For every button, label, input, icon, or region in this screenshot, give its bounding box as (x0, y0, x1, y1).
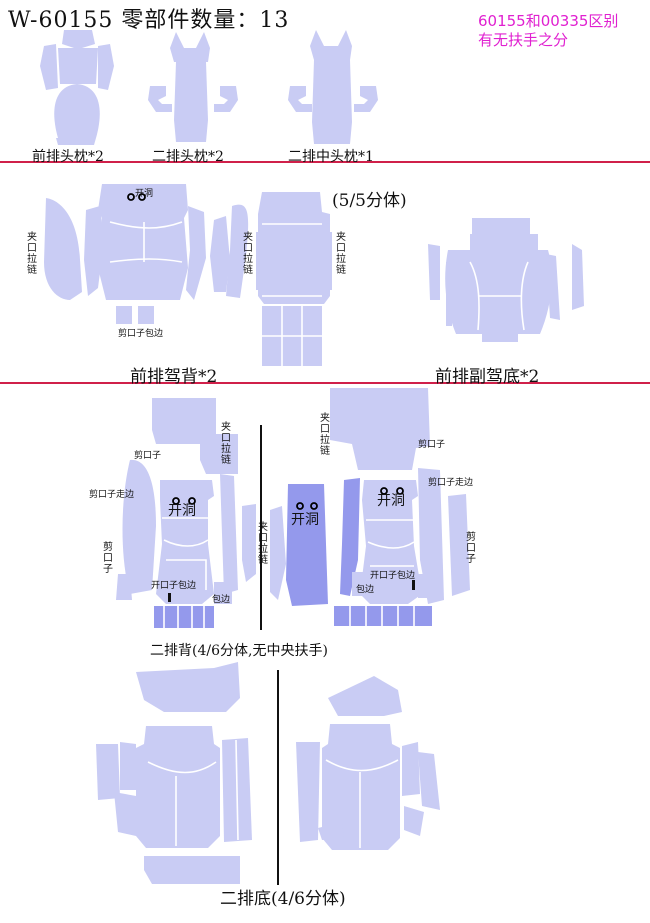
second-center-headrest-pieces (288, 30, 378, 144)
front-back-center-assembly (256, 192, 332, 366)
split-label: (5/5分体) (332, 191, 407, 211)
note-line-2: 有无扶手之分 (478, 31, 569, 49)
rear-wrap-label-right: 包边 (356, 585, 375, 595)
front-zipper-label-mid: 夹口拉链 (243, 232, 253, 276)
divider-headrests (0, 161, 650, 163)
rear-cut-stitch-label-right: 剪口子走边 (428, 478, 474, 488)
front-cut-wrap-label: 剪口子包边 (118, 329, 164, 339)
rear-back-right-assembly (270, 388, 470, 626)
page-title: W-60155 零部件数量：13 (8, 8, 290, 33)
second-center-headrest-caption: 二排中头枕*1 (288, 149, 374, 165)
rear-cut-stitch-label-left: 剪口子走边 (89, 490, 135, 500)
rear-cut-label-vertical-left: 剪口子 (103, 542, 113, 575)
rear-base-left-assembly (96, 662, 252, 884)
rear-wrap-label-left: 包边 (212, 595, 231, 605)
front-zipper-label-left: 夹口拉链 (27, 232, 37, 276)
front-headrest-pieces (40, 30, 114, 145)
rear-base-right-assembly (296, 676, 440, 850)
rear-open-wrap-label-right: 开口子包边 (370, 571, 416, 581)
rear-zipper-label-left: 夹口拉链 (221, 422, 231, 466)
rear-cut-label-right: 剪口子 (418, 440, 446, 450)
front-headrest-caption: 前排头枕*2 (32, 149, 104, 165)
rear-cut-label-left: 剪口子 (134, 451, 162, 461)
hole-markers (127, 193, 404, 510)
rear-base-separator (277, 670, 279, 885)
rear-base-caption: 二排底(4/6分体) (220, 889, 346, 909)
rear-open-wrap-label-left: 开口子包边 (151, 581, 197, 591)
second-headrest-pieces (148, 32, 238, 142)
note-line-1: 60155和00335区别 (478, 12, 619, 30)
rear-cut-label-vertical-right: 剪口子 (466, 532, 476, 565)
rear-zipper-label-right: 夹口拉链 (320, 413, 330, 457)
divider-front-seats (0, 382, 650, 384)
rear-hole-label-right: 开洞 (377, 493, 405, 509)
front-passenger-base-caption: 前排副驾底*2 (435, 367, 540, 387)
front-hole-label: 开洞 (135, 189, 154, 199)
rear-hole-label-left: 开洞 (168, 503, 196, 519)
rear-hole-label-mid: 开洞 (291, 512, 319, 528)
difference-note: 60155和00335区别有无扶手之分 (478, 12, 618, 50)
rear-back-separator (260, 425, 262, 630)
rear-back-left-assembly (116, 398, 256, 628)
front-base-assembly (428, 218, 584, 342)
front-driver-back-caption: 前排驾背*2 (130, 367, 218, 387)
zipper-marks (168, 580, 415, 602)
rear-zipper-label-center: 夹口拉链 (258, 522, 268, 566)
second-headrest-caption: 二排头枕*2 (152, 149, 224, 165)
rear-back-caption: 二排背(4/6分体,无中央扶手) (150, 643, 328, 659)
front-back-left-assembly (44, 184, 249, 324)
front-zipper-label-right: 夹口拉链 (336, 232, 346, 276)
